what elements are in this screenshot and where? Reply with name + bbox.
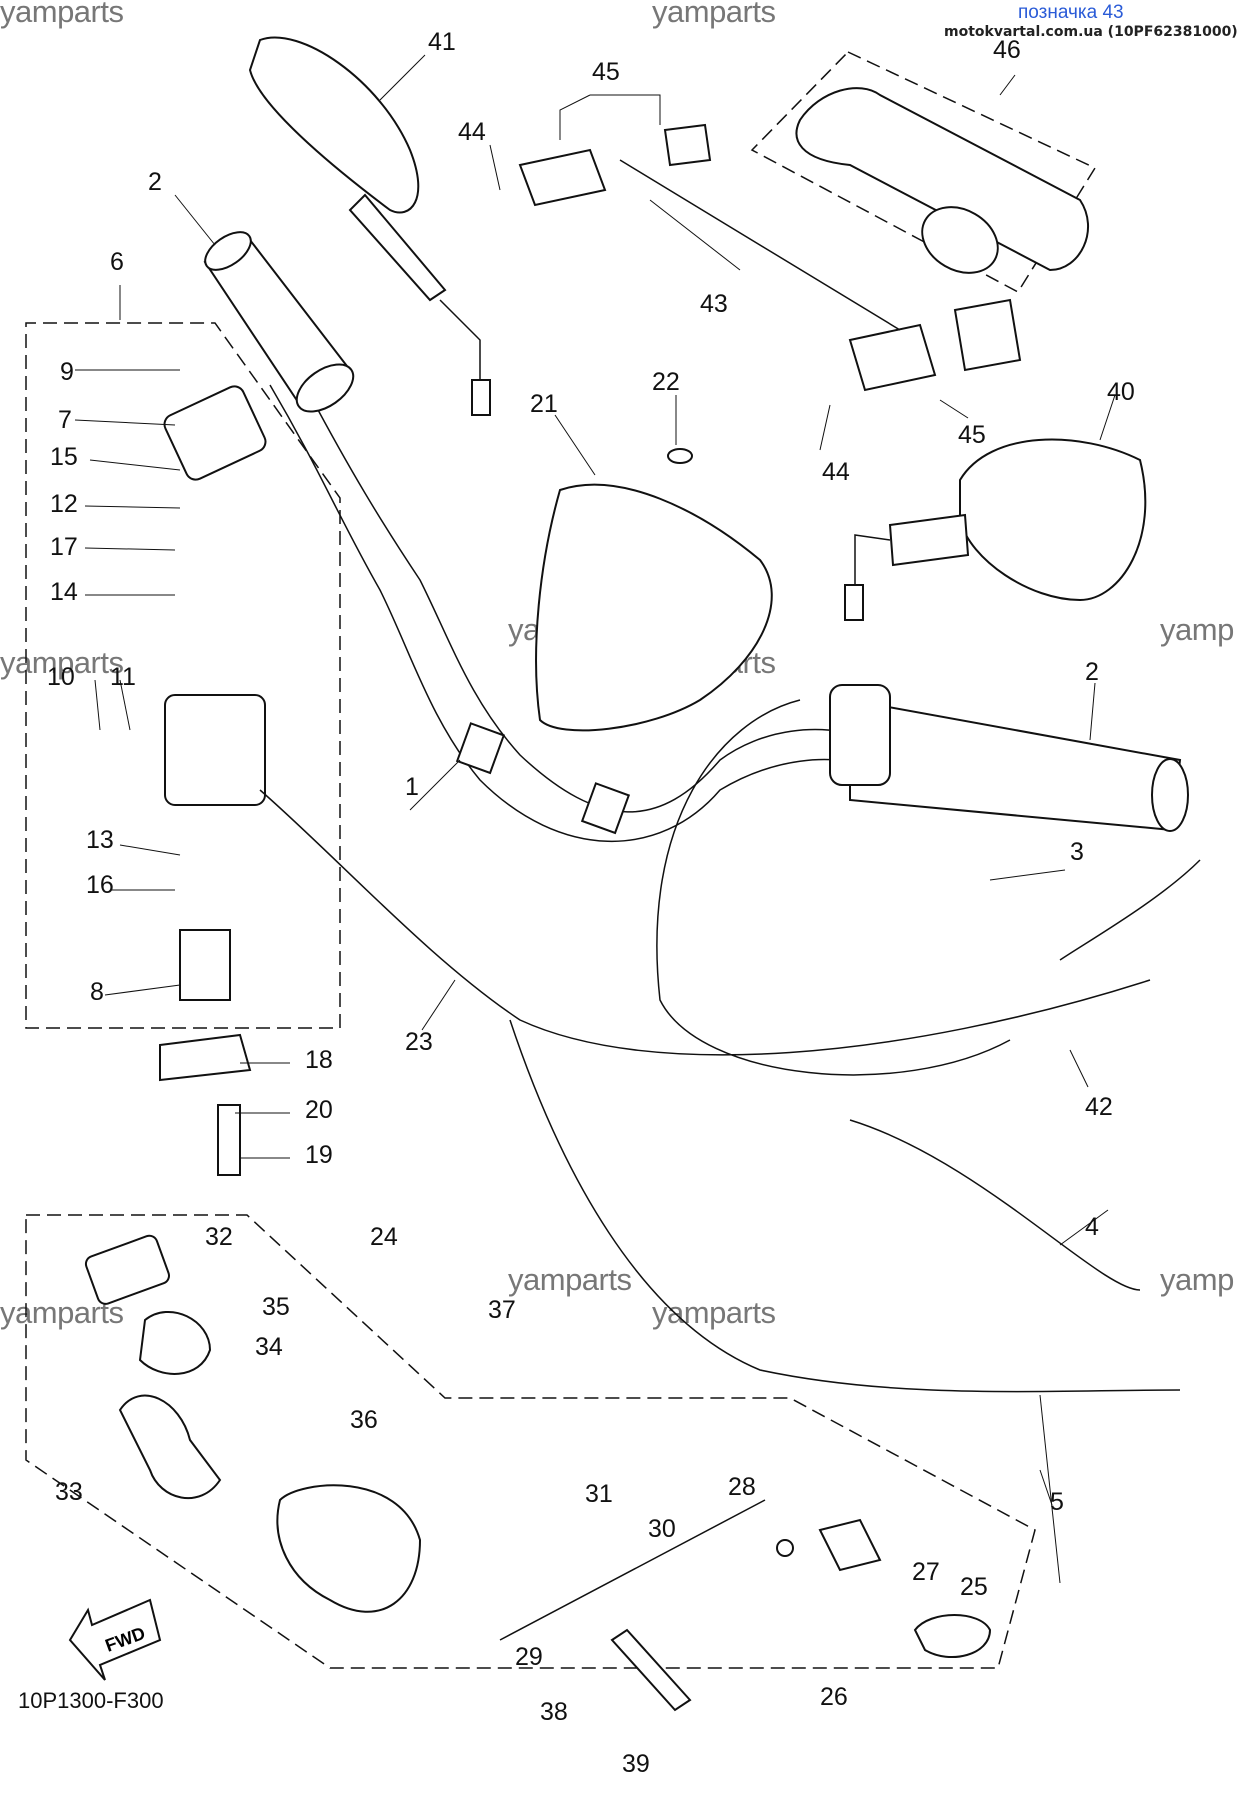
throttle-housing <box>159 385 267 1176</box>
callout-13: 13 <box>86 826 114 854</box>
header-title: позначка 43 <box>1018 2 1124 23</box>
callout-29: 29 <box>515 1643 543 1671</box>
callout-31: 31 <box>585 1480 613 1508</box>
callout-22: 22 <box>652 368 680 396</box>
callout-5: 5 <box>1050 1488 1064 1516</box>
handlebar-clamp <box>518 123 1022 392</box>
left-grip <box>203 231 355 413</box>
callout-4: 4 <box>1085 1213 1099 1241</box>
crossbar-pad <box>795 87 1090 274</box>
watermark-partial: yamp <box>1160 612 1234 647</box>
callout-11: 11 <box>110 663 136 691</box>
callout-3: 3 <box>1070 838 1084 866</box>
emblem <box>667 448 693 464</box>
handlebar <box>269 384 881 842</box>
right-grip <box>829 684 1189 832</box>
fwd-arrow: FWD <box>68 1598 162 1681</box>
callout-2: 2 <box>1085 658 1099 686</box>
callout-41: 41 <box>428 28 456 56</box>
handlebar-cover <box>535 483 773 732</box>
group-box-24 <box>25 1214 1036 1669</box>
callout-46: 46 <box>993 36 1021 64</box>
callout-39: 39 <box>622 1750 650 1778</box>
watermark: yamparts <box>0 0 124 29</box>
callout-26: 26 <box>820 1683 848 1711</box>
callout-28: 28 <box>728 1473 756 1501</box>
callout-43: 43 <box>700 290 728 318</box>
callout-33: 33 <box>55 1478 83 1506</box>
callout-23: 23 <box>405 1028 433 1056</box>
callout-27: 27 <box>912 1558 940 1586</box>
callout-14: 14 <box>50 578 78 606</box>
mirror-right <box>844 438 1147 621</box>
watermark: yamparts <box>652 0 776 29</box>
callout-34: 34 <box>255 1333 283 1361</box>
callout-6: 6 <box>110 248 124 276</box>
callout-45: 45 <box>958 421 986 449</box>
group-box-6 <box>25 322 341 1029</box>
callout-40: 40 <box>1107 378 1135 406</box>
callout-16: 16 <box>86 871 114 899</box>
callout-17: 17 <box>50 533 78 561</box>
callout-12: 12 <box>50 490 78 518</box>
leader-lines <box>74 54 1116 1584</box>
mirror-left <box>248 36 491 416</box>
callout-42: 42 <box>1085 1093 1113 1121</box>
callout-44: 44 <box>822 458 850 486</box>
callout-24: 24 <box>370 1223 398 1251</box>
callout-25: 25 <box>960 1573 988 1601</box>
group-box-46 <box>750 51 1097 293</box>
callout-8: 8 <box>90 978 104 1006</box>
callout-1: 1 <box>405 773 419 801</box>
callout-37: 37 <box>488 1296 516 1324</box>
callout-9: 9 <box>60 358 74 386</box>
callout-7: 7 <box>58 406 72 434</box>
callout-21: 21 <box>530 390 558 418</box>
callout-2: 2 <box>148 168 162 196</box>
callout-38: 38 <box>540 1698 568 1726</box>
diagram-code: 10P1300-F300 <box>18 1688 164 1713</box>
throttle-lever-parts <box>84 1234 992 1712</box>
callout-32: 32 <box>205 1223 233 1251</box>
callout-30: 30 <box>648 1515 676 1543</box>
watermark-partial: yamp <box>1160 1262 1234 1297</box>
callout-19: 19 <box>305 1141 333 1169</box>
callout-36: 36 <box>350 1406 378 1434</box>
watermark: yamparts <box>0 645 124 680</box>
watermark: yamparts <box>652 1295 776 1330</box>
watermark: yamparts <box>508 1262 632 1297</box>
callout-20: 20 <box>305 1096 333 1124</box>
callout-44: 44 <box>458 118 486 146</box>
callout-35: 35 <box>262 1293 290 1321</box>
callout-10: 10 <box>47 663 75 691</box>
callout-18: 18 <box>305 1046 333 1074</box>
header-subtitle: motokvartal.com.ua (10PF62381000) <box>944 24 1238 40</box>
callout-45: 45 <box>592 58 620 86</box>
callout-15: 15 <box>50 443 78 471</box>
cables <box>259 699 1201 1393</box>
